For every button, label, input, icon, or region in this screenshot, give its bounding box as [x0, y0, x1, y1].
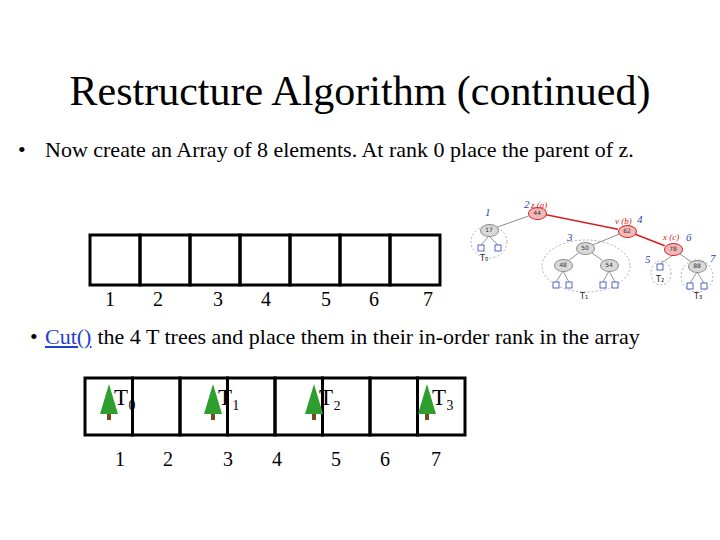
rank-number: 7	[423, 289, 433, 309]
node-key: 78	[669, 246, 677, 252]
node-key: 17	[485, 227, 493, 233]
callout-number: 1	[485, 207, 491, 218]
node-key: 62	[623, 228, 631, 234]
node-key: 54	[605, 262, 613, 268]
tree-edge	[592, 253, 603, 261]
rank-number: 3	[223, 449, 233, 469]
node-name: z (a)	[531, 201, 547, 210]
callout-number: 5	[645, 254, 651, 265]
rank-number: 5	[321, 289, 331, 309]
subtree-name: T₃	[694, 293, 702, 301]
rank-number: 7	[431, 449, 441, 469]
subtree-name: T₂	[319, 385, 341, 411]
subtree-name: T₂	[656, 276, 664, 284]
rank-number: 2	[163, 449, 173, 469]
node-key: 50	[581, 245, 589, 251]
subtree-name: T₁	[580, 293, 588, 301]
tree-node: 62	[618, 225, 637, 238]
array-cell: T₁	[202, 381, 254, 415]
bullet-line: Cut()the 4 T trees and place them in the…	[45, 322, 645, 352]
tree-node: 88	[688, 260, 707, 273]
bullet-text: Now create an Array of 8 elements. At ra…	[45, 135, 685, 165]
node-key: 44	[533, 210, 541, 216]
callout-number: 4	[637, 214, 643, 225]
tree-edge	[497, 216, 528, 227]
subtree-name: T₁	[218, 385, 240, 411]
leaf-links	[481, 236, 704, 283]
array-top	[90, 235, 440, 285]
tree-edge	[546, 215, 618, 229]
rank-number: 6	[369, 289, 379, 309]
tree-node: 17	[480, 224, 499, 237]
tree-node: 54	[600, 259, 619, 272]
node-name: v (b)	[615, 217, 632, 226]
slide-title: Restructure Algorithm (continued)	[0, 66, 720, 116]
tree-node: 78	[664, 243, 683, 256]
bullet: •	[30, 322, 38, 352]
subtree-name: T₃	[432, 385, 454, 411]
callout-number: 2	[524, 199, 530, 210]
rank-number: 2	[153, 289, 163, 309]
tree-edge	[680, 254, 691, 262]
node-key: 48	[559, 262, 567, 268]
array-cell: T₀	[98, 381, 150, 415]
rank-number: 1	[115, 449, 125, 469]
subtree-name: T₀	[480, 255, 488, 263]
rank-number: 4	[272, 449, 282, 469]
node-name: x (c)	[663, 233, 679, 242]
subtree-outlines	[471, 226, 713, 292]
subtree-name: T₀	[114, 385, 136, 411]
callout-number: 6	[686, 232, 692, 243]
link-text: Cut()	[45, 324, 91, 349]
array-cell: T₂	[303, 381, 355, 415]
tree-edge	[635, 234, 665, 246]
tree-edge	[593, 234, 619, 244]
tree-node: 48	[554, 259, 573, 272]
bullet-text: the 4 T trees and place them in their in…	[97, 324, 639, 349]
bullet: •	[18, 135, 26, 165]
rank-number: 3	[213, 289, 223, 309]
rank-number: 6	[380, 449, 390, 469]
tree-edge	[569, 253, 578, 260]
array-bottom	[85, 378, 465, 435]
tree-node: 50	[576, 242, 595, 255]
array-cell: T₃	[416, 381, 464, 415]
callout-number: 3	[567, 232, 573, 243]
rank-number: 5	[331, 449, 341, 469]
rank-number: 4	[261, 289, 271, 309]
callout-number: 7	[710, 253, 716, 264]
node-key: 88	[693, 263, 701, 269]
rank-number: 1	[105, 289, 115, 309]
tree-icons	[100, 384, 436, 420]
